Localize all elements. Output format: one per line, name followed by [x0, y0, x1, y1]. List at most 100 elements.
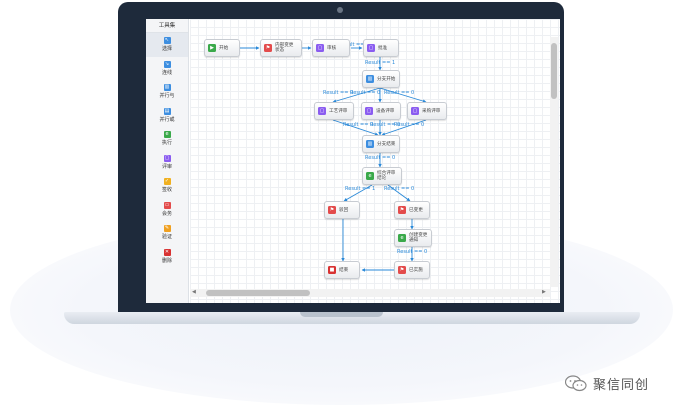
execute-icon: e	[366, 172, 374, 180]
edge-label: Result == 0	[339, 42, 370, 48]
workflow-designer-screen: 工具集 ↖ 选择 ↘ 连线 ▥ 并行与 ▤ 并行或 e 执行 ▢	[146, 19, 560, 303]
tool-execute[interactable]: e 执行	[146, 127, 188, 151]
review-icon: ▢	[367, 44, 375, 52]
edge-label: Result == 1	[365, 60, 396, 66]
watermark: 聚信同创	[565, 374, 649, 393]
edge-label: Result == 0	[370, 122, 401, 128]
tool-select[interactable]: ↖ 选择	[146, 33, 188, 57]
meeting-icon: ▭	[163, 201, 171, 209]
edge-label: Result == 0	[384, 186, 415, 192]
edge-label: Result == 0	[397, 249, 428, 255]
tool-verify[interactable]: ✎ 验证	[146, 221, 188, 245]
node-equipment-review[interactable]: ▢ 设备评审	[361, 102, 401, 120]
wechat-icon	[565, 375, 587, 392]
node-implemented[interactable]: ⚑ 已实施	[394, 261, 430, 279]
flag-icon: ⚑	[328, 206, 336, 214]
edge-label: Result == 0	[323, 90, 354, 96]
edge-purchase-branchend	[381, 119, 427, 136]
node-label: 创建变更 通知	[409, 233, 428, 243]
execute-icon: e	[398, 234, 406, 242]
tool-parallel-and[interactable]: ▥ 并行与	[146, 80, 188, 104]
node-reject[interactable]: ⚑ 驳回	[324, 201, 360, 219]
parallel-or-icon: ▤	[163, 107, 171, 115]
camera-icon	[337, 7, 343, 13]
tool-label: 并行与	[159, 93, 175, 100]
laptop-notch	[300, 312, 383, 317]
edge-label: Result == 0	[394, 122, 425, 128]
node-label: 设备评审	[376, 108, 395, 114]
edge-summary-changed	[387, 184, 411, 202]
node-create-notice[interactable]: e 创建变更 通知	[394, 229, 432, 247]
toolbox-panel: 工具集 ↖ 选择 ↘ 连线 ▥ 并行与 ▤ 并行或 e 执行 ▢	[146, 19, 189, 303]
node-label: 审核	[327, 45, 337, 51]
branch-icon: ▥	[366, 75, 374, 83]
verify-icon: ✎	[163, 225, 171, 233]
tool-label: 连线	[161, 69, 172, 76]
edge-branch-process	[332, 87, 381, 103]
scroll-right-icon[interactable]: ▶	[542, 289, 546, 295]
laptop-base	[64, 312, 640, 324]
review-icon: ▢	[411, 107, 419, 115]
node-end[interactable]: ■ 结束	[324, 261, 360, 279]
node-label: 分支结束	[377, 141, 396, 147]
edge-label: Result == 0	[350, 90, 381, 96]
vertical-scroll-thumb[interactable]	[551, 43, 557, 99]
node-review[interactable]: ▢ 审核	[312, 39, 350, 57]
node-changed[interactable]: ⚑ 已变更	[394, 201, 430, 219]
node-label: 采购评审	[422, 108, 441, 114]
node-approve[interactable]: ▢ 批准	[363, 39, 399, 57]
workflow-canvas[interactable]	[190, 19, 560, 303]
review-icon: ▢	[163, 154, 171, 162]
cursor-icon: ↖	[163, 37, 171, 45]
tool-line[interactable]: ↘ 连线	[146, 57, 188, 81]
horizontal-scroll-thumb[interactable]	[206, 290, 310, 296]
play-icon: ▶	[208, 44, 216, 52]
edge-label: Result == 0	[384, 90, 415, 96]
review-icon: ▢	[318, 107, 326, 115]
tool-parallel-or[interactable]: ▤ 并行或	[146, 104, 188, 128]
edge-summary-reject	[343, 184, 373, 202]
edge-label: Result == 0	[365, 155, 396, 161]
vertical-scrollbar[interactable]	[550, 37, 558, 287]
watermark-text: 聚信同创	[593, 378, 650, 393]
tool-label: 会务	[161, 210, 172, 217]
tool-sign[interactable]: ✓ 签收	[146, 174, 188, 198]
node-label: 批准	[378, 45, 388, 51]
node-process-review[interactable]: ▢ 工艺评审	[314, 102, 354, 120]
horizontal-scrollbar[interactable]: ◀ ▶	[190, 289, 550, 297]
tool-meeting[interactable]: ▭ 会务	[146, 198, 188, 222]
tool-label: 验证	[161, 234, 172, 241]
node-label: 已变更	[409, 207, 423, 213]
node-label: 综合评审 结论	[377, 171, 396, 181]
tool-label: 评审	[161, 163, 172, 170]
tool-label: 选择	[161, 46, 172, 53]
edge-label: Result == 0	[343, 122, 374, 128]
node-label: 开始	[219, 45, 229, 51]
branch-icon: ▥	[366, 140, 374, 148]
node-branch-start[interactable]: ▥ 分支开始	[362, 70, 400, 88]
tool-label: 并行或	[159, 116, 175, 123]
node-summary-review[interactable]: e 综合评审 结论	[362, 167, 402, 185]
review-icon: ▢	[365, 107, 373, 115]
node-branch-end[interactable]: ▥ 分支结束	[362, 135, 400, 153]
review-icon: ▢	[316, 44, 324, 52]
node-label: 工艺评审	[329, 108, 348, 114]
tool-review[interactable]: ▢ 评审	[146, 151, 188, 175]
flag-icon: ⚑	[398, 206, 406, 214]
line-icon: ↘	[163, 60, 171, 68]
node-start[interactable]: ▶ 开始	[204, 39, 240, 57]
node-label: 驳回	[339, 207, 349, 213]
edge-label: Result == 1	[345, 186, 376, 192]
node-label: 已实施	[409, 267, 423, 273]
tool-delete[interactable]: ✕ 删除	[146, 245, 188, 269]
node-label: 内部变更 状态	[275, 43, 294, 53]
flag-icon: ⚑	[398, 266, 406, 274]
delete-icon: ✕	[163, 248, 171, 256]
node-internal-change[interactable]: ⚑ 内部变更 状态	[260, 39, 302, 57]
scroll-left-icon[interactable]: ◀	[192, 289, 196, 295]
node-label: 结束	[339, 267, 349, 273]
node-purchase-review[interactable]: ▢ 采购评审	[407, 102, 447, 120]
edge-process-branchend	[332, 119, 379, 136]
sign-icon: ✓	[163, 178, 171, 186]
node-label: 分支开始	[377, 76, 396, 82]
